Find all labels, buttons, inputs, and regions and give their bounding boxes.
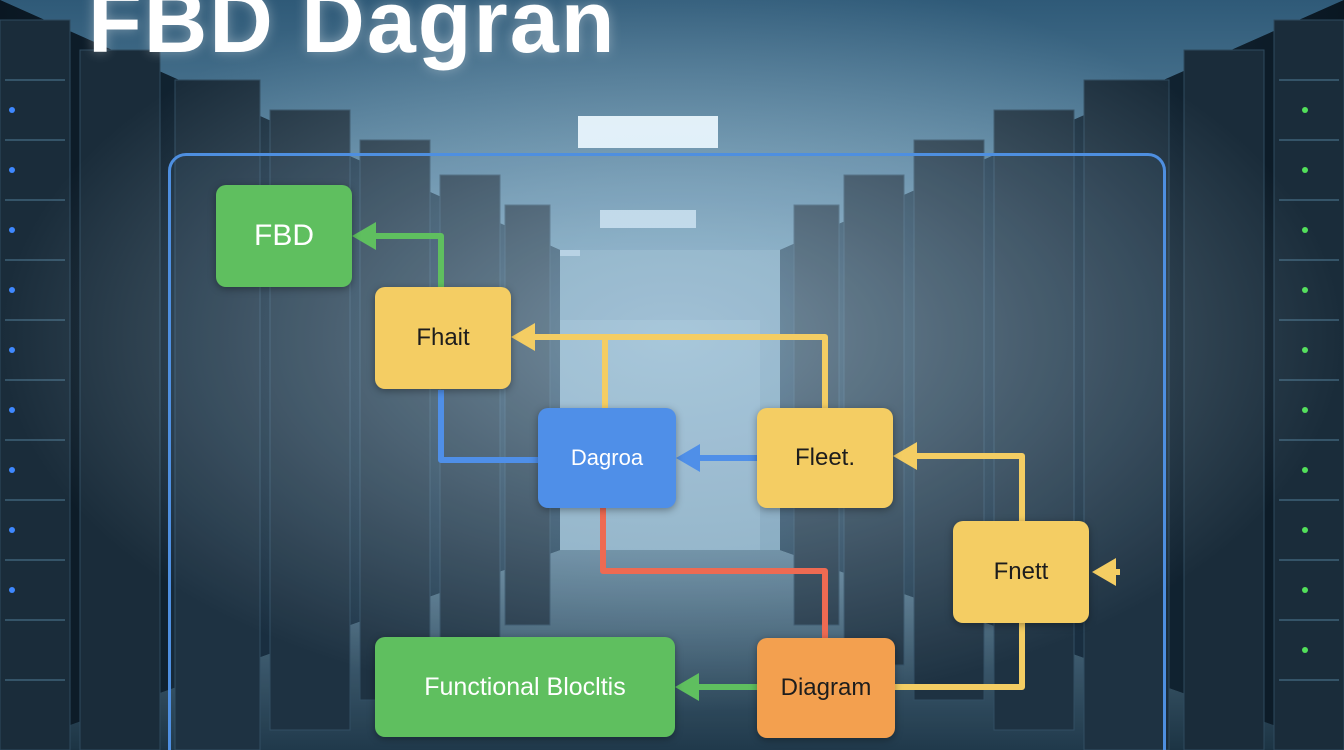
node-dagroa: Dagroa xyxy=(538,408,676,508)
arrowhead-functional-blocks xyxy=(675,673,699,701)
node-diagram: Diagram xyxy=(757,638,895,738)
arrowhead-fnett xyxy=(1092,558,1116,586)
node-fhait: Fhait xyxy=(375,287,511,389)
node-functional-blocks: Functional Blocltis xyxy=(375,637,675,737)
node-fnett: Fnett xyxy=(953,521,1089,623)
arrowhead-fbd xyxy=(352,222,376,250)
wire-fleet-to-fhait xyxy=(530,334,828,408)
node-fleet: Fleet. xyxy=(757,408,893,508)
arrowhead-dagroa xyxy=(676,444,700,472)
diagram-title: FBD Dagran xyxy=(88,0,617,71)
wire-fhait-to-fbd xyxy=(372,233,444,288)
arrowhead-fhait xyxy=(511,323,535,351)
arrowhead-fleet xyxy=(893,442,917,470)
wire-dagroa-to-diagram xyxy=(600,508,828,638)
wire-fhait-to-dagroa xyxy=(438,390,538,463)
node-fbd: FBD xyxy=(216,185,352,287)
